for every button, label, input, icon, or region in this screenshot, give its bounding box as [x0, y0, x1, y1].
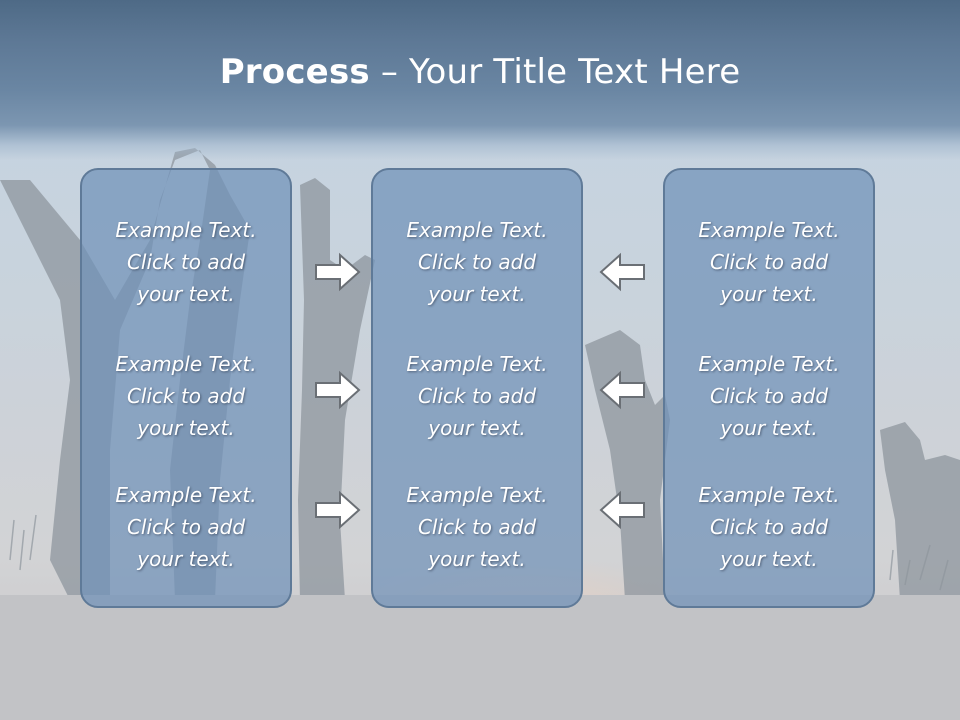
- middle-column-text-1[interactable]: Example Text. Click to add your text.: [406, 218, 548, 306]
- right-arrow-icon: [315, 370, 361, 410]
- right-column-text-2[interactable]: Example Text. Click to add your text.: [698, 352, 840, 440]
- right-column-text-3[interactable]: Example Text. Click to add your text.: [698, 483, 840, 571]
- header-band: [0, 0, 960, 160]
- right-column-box[interactable]: Example Text. Click to add your text. Ex…: [663, 168, 875, 608]
- left-column-text-3[interactable]: Example Text. Click to add your text.: [115, 483, 257, 571]
- slide-title[interactable]: Process – Your Title Text Here: [0, 52, 960, 92]
- left-column-box[interactable]: Example Text. Click to add your text. Ex…: [80, 168, 292, 608]
- left-arrow-icon: [599, 252, 645, 292]
- title-bold: Process: [219, 52, 370, 92]
- middle-column-box[interactable]: Example Text. Click to add your text. Ex…: [371, 168, 583, 608]
- middle-column-text-3[interactable]: Example Text. Click to add your text.: [406, 483, 548, 571]
- title-rest: – Your Title Text Here: [369, 52, 741, 92]
- left-arrow-icon: [599, 370, 645, 410]
- right-arrow-icon: [315, 490, 361, 530]
- right-column-text-1[interactable]: Example Text. Click to add your text.: [698, 218, 840, 306]
- right-arrow-icon: [315, 252, 361, 292]
- left-arrow-icon: [599, 490, 645, 530]
- left-column-text-1[interactable]: Example Text. Click to add your text.: [115, 218, 257, 306]
- middle-column-text-2[interactable]: Example Text. Click to add your text.: [406, 352, 548, 440]
- left-column-text-2[interactable]: Example Text. Click to add your text.: [115, 352, 257, 440]
